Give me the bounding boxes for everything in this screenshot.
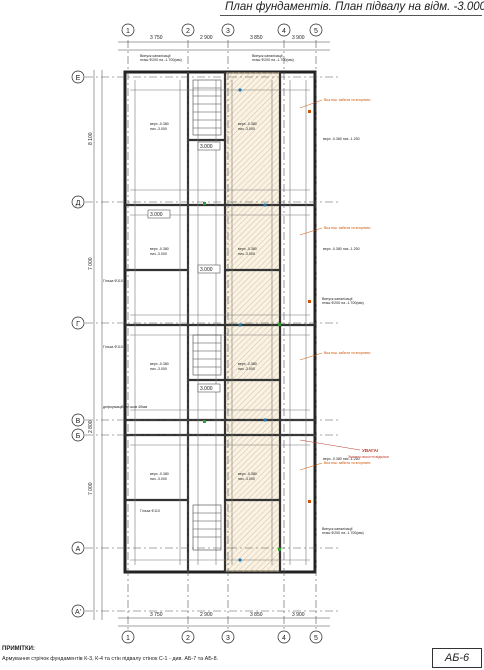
dim-left-2: 7 000 — [88, 257, 94, 270]
inlet-spec-3: пташ Ф200 на -1.700(мм) — [322, 301, 364, 305]
notes-heading: ПРИМІТКИ: — [2, 646, 35, 652]
axis-markers-bottom: 1 2 3 4 5 — [121, 630, 323, 644]
inlet-spec-2: пташ Ф200 на -1.700(мм) — [252, 58, 294, 62]
level-mark-8b: низ -3.000 — [238, 477, 255, 481]
room-label-3: 3.000 — [200, 386, 213, 392]
dim-top-2: 2 900 — [200, 35, 213, 41]
inlet-spec-4: пташ Ф200 на -1.700(мм) — [322, 531, 364, 535]
staircases — [192, 79, 222, 551]
inlet-callout-3: Випуск каналізації — [322, 297, 353, 301]
dim-bottom-1: 3 750 — [150, 612, 163, 618]
axis-top-2: 2 — [186, 28, 190, 35]
level-mark-4: верх -0.380 — [238, 247, 257, 251]
level-mark-10: верх -0.380 низ -1.250 — [323, 247, 360, 251]
level-mark-1: верх -0.380 — [150, 122, 169, 126]
level-mark-7: верх -0.380 — [150, 472, 169, 476]
warning-text: Змінено висотні відмітки — [348, 455, 389, 459]
axis-bottom-1: 1 — [126, 635, 130, 642]
warning-note: УВАГА! Змінено висотні відмітки — [299, 439, 389, 459]
warning-title: УВАГА! — [362, 448, 379, 453]
axis-top-4: 4 — [282, 28, 286, 35]
axis-left-A-prime: А' — [75, 609, 81, 616]
dim-top-3: 3 850 — [250, 35, 263, 41]
room-label-1: 3.000 — [200, 144, 213, 150]
level-mark-2: верх -0.380 — [238, 122, 257, 126]
axis-bottom-3: 3 — [226, 635, 230, 642]
dim-left-1: 8 100 — [88, 132, 94, 145]
level-mark-11: верх -0.380 низ -1.250 — [323, 457, 360, 461]
horizontal-axis-lines — [85, 76, 340, 612]
inlet-spec-1: пташ Ф200 на -1.700(мм) — [140, 58, 182, 62]
notes-text: Армування стрічок фундаментів К-3, К-4 т… — [2, 656, 219, 662]
axis-bottom-2: 2 — [186, 635, 190, 642]
inlet-callout-4: Випуск каналізації — [322, 527, 353, 531]
pipe-markers — [203, 88, 311, 562]
dim-bottom-4: 3 900 — [292, 612, 305, 618]
niche-notes: Виз.ніш. забити та вгорнати Виз.ніш. заб… — [299, 98, 370, 471]
level-mark-6b: низ -3.000 — [238, 367, 255, 371]
level-mark-3b: низ -3.000 — [150, 252, 167, 256]
axis-left-B: Б — [76, 433, 81, 440]
room-labels: 3.000 3.000 3.000 3.000 — [147, 141, 221, 393]
vertical-axis-lines — [127, 40, 317, 630]
niche-note-4: Виз.ніш. забити та вгорнати — [324, 461, 370, 465]
dim-bottom-2: 2 900 — [200, 612, 213, 618]
axis-left-G: Г — [76, 321, 80, 328]
left-dimensions: 8 100 7 000 2 800 7 000 — [88, 132, 94, 495]
axis-left-V: В — [76, 418, 81, 425]
title-underline — [220, 15, 482, 16]
room-label-4: 3.000 — [150, 212, 163, 218]
detail-lines — [130, 80, 310, 565]
axis-bottom-5: 5 — [314, 635, 318, 642]
deformation-seam: деформаційний шов 40мм — [103, 405, 148, 409]
axis-left-E: Е — [76, 75, 81, 82]
level-mark-7b: низ -3.000 — [150, 477, 167, 481]
niche-note-1: Виз.ніш. забити та вгорнати — [324, 98, 370, 102]
axis-top-5: 5 — [314, 28, 318, 35]
page-title: План фундаментів. План підвалу на відм. … — [225, 1, 484, 13]
dimension-lines — [93, 41, 330, 627]
level-mark-9: верх -0.380 низ -1.250 — [323, 137, 360, 141]
outer-walls — [123, 70, 317, 574]
axis-markers-left: Е Д Г В Б А А' — [71, 70, 85, 618]
level-mark-5: верх -0.380 — [150, 362, 169, 366]
bottom-dimensions: 3 750 2 900 3 850 3 900 — [150, 612, 305, 618]
axis-left-A: А — [76, 546, 81, 553]
dim-top-1: 3 750 — [150, 35, 163, 41]
hatched-foundation-strip — [225, 72, 280, 572]
dim-bottom-3: 3 850 — [250, 612, 263, 618]
axis-left-D: Д — [76, 200, 81, 207]
level-mark-2b: низ -3.000 — [238, 127, 255, 131]
axis-top-1: 1 — [126, 28, 130, 35]
sheet-number: АБ-6 — [432, 648, 482, 668]
sleeve-callout-1: Гільза Ф110 — [103, 279, 123, 283]
level-mark-5b: низ -3.000 — [150, 367, 167, 371]
level-mark-4b: низ -3.000 — [238, 252, 255, 256]
room-label-2: 3.000 — [200, 267, 213, 273]
inlet-callout-2: Випуск каналізації — [252, 54, 283, 58]
callouts: Випуск каналізації пташ Ф200 на -1.700(м… — [103, 54, 364, 535]
level-mark-1b: низ -3.000 — [150, 127, 167, 131]
axis-top-3: 3 — [226, 28, 230, 35]
niche-note-2: Виз.ніш. забити та вгорнати — [324, 226, 370, 230]
top-dimensions: 3 750 2 900 3 850 3 900 — [150, 35, 305, 41]
inlet-callout-1: Випуск каналізації — [140, 54, 171, 58]
level-mark-3: верх -0.380 — [150, 247, 169, 251]
sleeve-callout-2: Гільза Ф110 — [103, 345, 123, 349]
dim-top-4: 3 900 — [292, 35, 305, 41]
dim-left-3: 2 800 — [88, 420, 94, 433]
dim-left-4: 7 000 — [88, 482, 94, 495]
axis-markers-top: 1 2 3 4 5 — [121, 23, 323, 37]
level-marks: верх -0.380 низ -3.000 верх -0.380 низ -… — [150, 122, 360, 481]
level-mark-6: верх -0.380 — [238, 362, 257, 366]
sleeve-callout-3: Гільза Ф110 — [140, 509, 160, 513]
niche-note-3: Виз.ніш. забити та вгорнати — [324, 351, 370, 355]
level-mark-8: верх -0.380 — [238, 472, 257, 476]
axis-bottom-4: 4 — [282, 635, 286, 642]
